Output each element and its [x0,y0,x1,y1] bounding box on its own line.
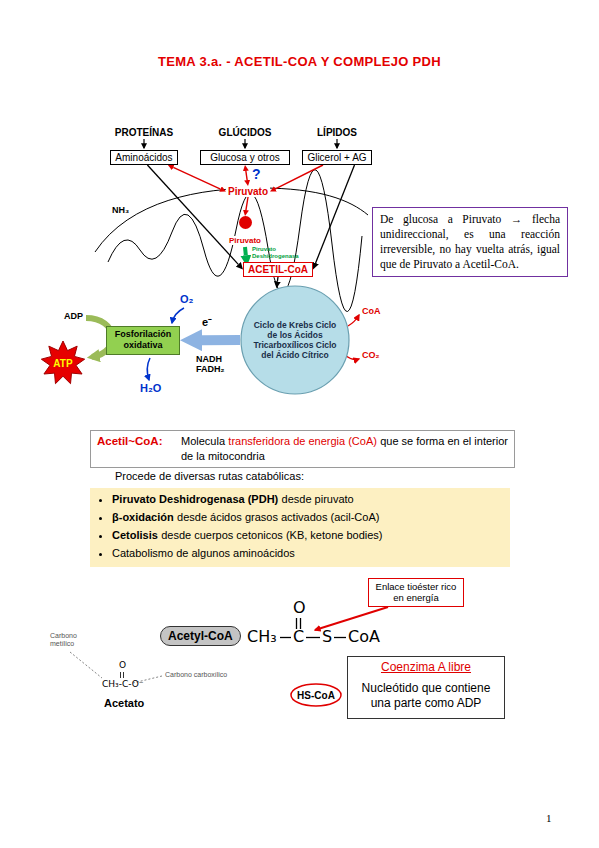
chemical-bonds [121,618,347,678]
product-label: CO₂ [362,350,380,360]
product-label: CoA [362,306,381,316]
definition-text: transferidora de energia (CoA) [228,435,377,447]
list-text: desde ácidos grasos activados (acil-CoA) [177,511,379,523]
source-box: GLÚCIDOSGlucosa y otros [200,150,290,165]
category-heading: PROTEÍNAS [115,127,173,138]
connector-arrow [246,171,247,180]
node-text: Coenzima A libre [354,660,498,676]
node-text: Glicerol + AG [307,152,366,163]
connector-arrow [147,165,238,264]
callout-box: Enlace tioéster rico en energía [368,578,464,607]
cofactor-label: FADH₂ [196,364,225,374]
note-box: De glucosa a Piruvato → flecha unidirecc… [372,207,568,277]
list-text: Cetolisis [112,529,158,541]
chemical-label: O₂ [180,293,193,305]
chemical-label: H₂O [140,382,161,394]
source-box: PROTEÍNASAminoácidos [110,150,178,165]
process-box: Fosforilación oxidativa [106,326,180,355]
node-text: ACETIL-CoA [248,264,308,275]
list-item: Piruvato Deshidrogenasa (PDH) desde piruv… [112,493,502,505]
list-text: desde piruvato [282,493,354,505]
metabolite-label: Piruvato [226,186,270,197]
leader-lines [70,652,162,683]
connector-arrow [243,247,248,255]
node-text: Aminoácidos [115,152,172,163]
formula-atom: O [119,660,126,671]
node-text: Ciclo de Krebs Ciclo de los Ácidos Trica… [248,320,342,361]
formula-atom: CoA [348,627,380,646]
source-box: LÍPIDOSGlicerol + AG [302,150,372,165]
list-text: Catabolismo de algunos aminoácidos [112,547,295,559]
connector-arrow [202,335,240,345]
pyruvate-dot [239,216,252,229]
node-text: HS-CoA [297,690,335,701]
node-text: Enlace tioéster rico en energía [373,581,459,604]
list-text: Piruvato Deshidrogenasa (PDH) [112,493,278,505]
node-text: Piruvato [227,236,263,245]
connector-arrow [173,167,220,189]
node-text: De glucosa a Piruvato → flecha unidirecc… [380,212,560,272]
atp-star: ATP [40,340,86,386]
definition-term: Acetil~CoA: [97,434,181,464]
list-text: β-oxidación [112,511,174,523]
electron-label: e⁻ [202,314,212,329]
molecule-pill: Acetyl-CoA [160,626,241,646]
annotation: Carbono metílico [50,632,92,649]
node-text: Acetyl-CoA [168,629,233,643]
annotation: Carbono carboxílico [165,671,227,678]
cofactor-label: NADH [196,354,222,364]
connector-arrow [277,277,279,281]
definition-box: Acetil~CoA:Moleculatransferidora de ener… [90,430,515,468]
category-heading: GLÚCIDOS [219,127,272,138]
mitochondrial-pyruvate: Piruvato [225,216,265,247]
intro-text: Procede de diversas rutas catabólicas: [115,470,304,482]
molecule-name: Acetato [104,697,144,709]
formula-atom: S [322,627,332,646]
acetyl-coa-box: ACETIL-CoA [243,262,313,277]
formula: CH₃-C-O⁻ [102,679,144,690]
formula-atom: CH₃ [247,627,277,646]
connector-arrow [316,165,355,263]
oxygen-arrow [172,308,184,323]
question-mark: ? [252,166,261,182]
node-text: Glucosa y otros [210,152,279,163]
page-number: 1 [546,812,552,824]
definition-text: Molecula [181,435,225,447]
formula-atom: O [293,598,306,617]
list-item: β-oxidacióndesde ácidos grasos activados… [112,511,502,523]
node-text: Piruvato [226,186,270,197]
krebs-cycle-circle: Ciclo de Krebs Ciclo de los Ácidos Trica… [240,285,350,395]
source-arrows [144,139,337,148]
connector-arrow [246,197,248,210]
formula-atom: C [293,627,304,646]
pathway-list: Piruvato Deshidrogenasa (PDH) desde piruv… [90,488,510,567]
definition-body: Moleculatransferidora de energia (CoA)qu… [181,434,508,464]
node-text: Nucleótido que contiene una parte como A… [354,681,498,712]
chemical-label: NH₃ [112,205,129,215]
list-text: desde cuerpos cetonicos (KB, ketone bodi… [161,529,382,541]
mitochondrion-membrane [95,170,368,312]
page-title: TEMA 3.a. - ACETIL-COA Y COMPLEJO PDH [0,54,599,69]
connector-arrow [275,165,323,189]
callout-arrow [315,607,388,630]
list-item: Cetolisisdesde cuerpos cetonicos (KB, ke… [112,529,502,541]
info-box: Coenzima A libreNucleótido que contiene … [347,656,505,719]
category-heading: LÍPIDOS [317,127,357,138]
bullet-list: Piruvato Deshidrogenasa (PDH) desde piruv… [94,493,502,559]
node-text: ATP [53,358,72,369]
chemical-label: ADP [64,311,83,321]
enzyme-label: Piruvato Deshidrogenasa [252,246,298,260]
node-text: Fosforilación oxidativa [110,329,176,352]
list-item: Catabolismo de algunos aminoácidos [112,547,502,559]
molecule-ellipse: HS-CoA [290,683,342,707]
water-arrow [147,358,150,380]
